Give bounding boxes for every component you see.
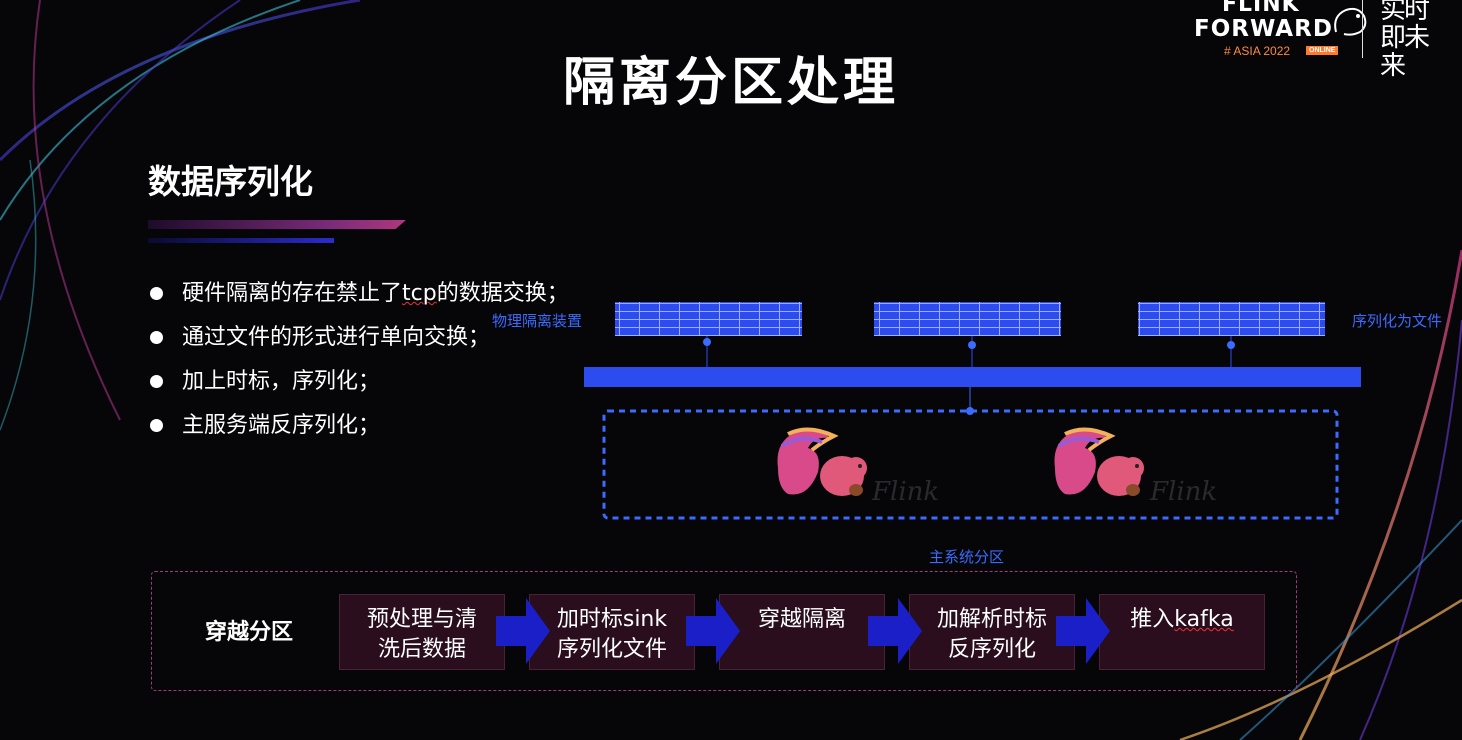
flow-step: 推入kafka <box>1099 594 1265 670</box>
bullet-item: 主服务端反序列化； <box>148 410 569 454</box>
arrow-right-icon <box>1056 598 1110 664</box>
flink-wordmark: Flink <box>1149 477 1217 507</box>
isolation-device-right <box>1138 302 1325 367</box>
section-subtitle: 数据序列化 <box>148 162 313 201</box>
bullet-dot-icon <box>150 331 163 344</box>
flow-step: 加解析时标反序列化 <box>909 594 1075 670</box>
serialize-file-label: 序列化为文件 <box>1352 312 1443 330</box>
underlined-term: kafka <box>1174 607 1234 632</box>
accent-bar-blue <box>148 238 334 243</box>
isolation-device-label: 物理隔离装置 <box>492 312 583 330</box>
logo-edition: # ASIA 2022 <box>1224 44 1291 58</box>
flow-step: 预处理与清洗后数据 <box>339 594 505 670</box>
bullet-item: 硬件隔离的存在禁止了tcp的数据交换； <box>148 278 569 322</box>
bullet-dot-icon <box>150 287 163 300</box>
bullet-dot-icon <box>150 419 163 432</box>
slide-title: 隔离分区处理 <box>562 53 899 113</box>
logo-slogan: 实时即未来 <box>1380 0 1430 81</box>
arrow-right-icon <box>686 598 740 664</box>
arrow-right-icon <box>496 598 550 664</box>
underlined-term: tcp <box>402 281 437 306</box>
main-partition-box <box>602 409 1339 520</box>
isolation-device-left <box>615 302 802 367</box>
cross-partition-flow <box>151 571 1297 691</box>
flink-squirrel-icon <box>777 427 867 496</box>
flow-step: 穿越隔离 <box>719 594 885 670</box>
flink-wordmark: Flink <box>871 477 939 507</box>
accent-bar-magenta <box>148 220 406 229</box>
arrow-right-icon <box>868 598 922 664</box>
bullet-list: 硬件隔离的存在禁止了tcp的数据交换； 通过文件的形式进行单向交换； 加上时标，… <box>148 278 569 454</box>
flink-forward-logo: FLINK FORWARD # ASIA 2022 ONLINE 实时即未来 <box>1190 0 1462 80</box>
flink-squirrel-icon <box>1054 427 1144 496</box>
bullet-item: 通过文件的形式进行单向交换； <box>148 322 569 366</box>
isolation-device-middle <box>874 302 1061 367</box>
logo-line1: FLINK <box>1222 0 1300 17</box>
network-bus <box>584 367 1361 387</box>
main-partition-label: 主系统分区 <box>929 548 1005 566</box>
logo-divider <box>1362 0 1363 58</box>
flow-label: 穿越分区 <box>205 620 294 645</box>
bullet-item: 加上时标，序列化； <box>148 366 569 410</box>
squirrel-logo-icon <box>1334 7 1367 36</box>
logo-line2: FORWARD <box>1194 16 1333 42</box>
bullet-dot-icon <box>150 375 163 388</box>
logo-online-badge: ONLINE <box>1306 46 1339 55</box>
